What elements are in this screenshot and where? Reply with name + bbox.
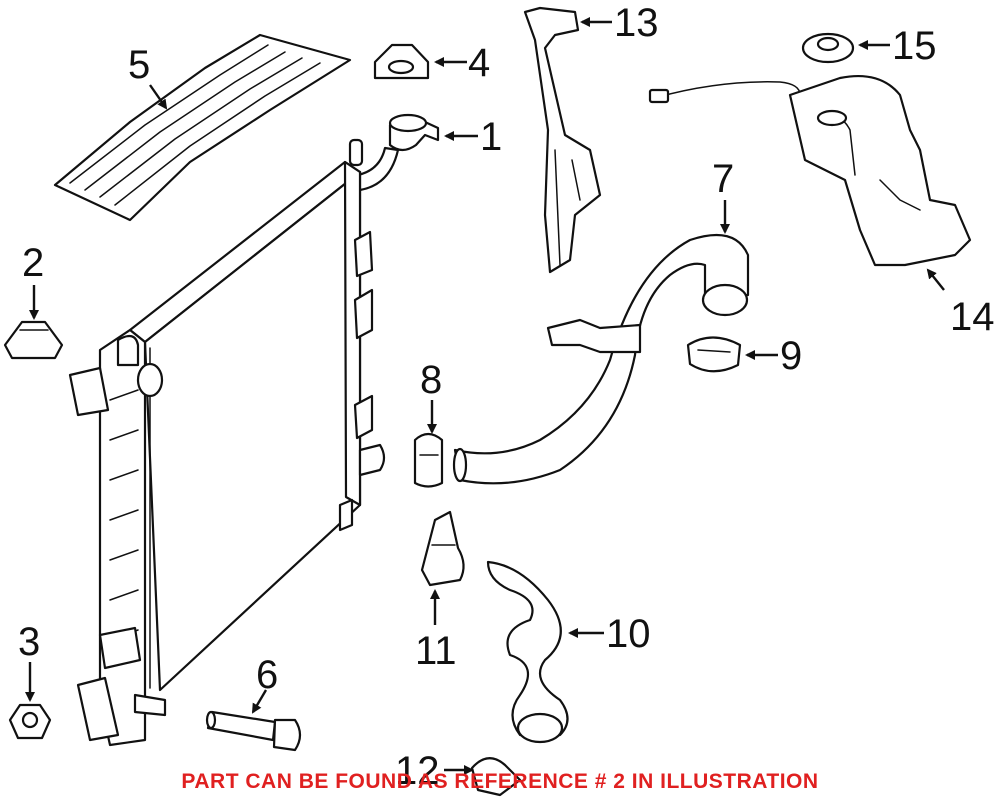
callout-7: 7 bbox=[712, 157, 734, 201]
callout-13: 13 bbox=[614, 1, 659, 45]
callout-12: 12 bbox=[395, 749, 440, 793]
callout-4: 4 bbox=[468, 41, 490, 85]
callout-11: 11 bbox=[415, 629, 457, 673]
part-15-reservoir-cap[interactable] bbox=[801, 32, 855, 64]
part-10-lower-hose[interactable] bbox=[486, 560, 569, 744]
part-12-clamp[interactable] bbox=[470, 757, 522, 797]
callout-15: 15 bbox=[892, 24, 937, 68]
callout-1: 1 bbox=[480, 115, 502, 159]
callout-14: 14 bbox=[950, 295, 995, 339]
callout-5: 5 bbox=[128, 43, 150, 87]
part-4-cap[interactable] bbox=[373, 43, 430, 80]
callout-6: 6 bbox=[256, 653, 278, 697]
part-5-air-deflector[interactable] bbox=[53, 33, 352, 222]
part-6-bolt[interactable] bbox=[205, 710, 302, 752]
part-9-clamp[interactable] bbox=[686, 336, 742, 373]
leader-lines bbox=[25, 17, 945, 775]
callout-10: 10 bbox=[606, 612, 651, 656]
part-8-clamp[interactable] bbox=[413, 432, 444, 488]
part-11-clamp[interactable] bbox=[420, 510, 465, 587]
part-3-clip[interactable] bbox=[8, 703, 52, 740]
part-1-filler-neck[interactable] bbox=[356, 113, 440, 192]
part-14-coolant-reservoir[interactable] bbox=[648, 74, 972, 267]
part-13-bracket[interactable] bbox=[523, 6, 602, 274]
callout-9: 9 bbox=[780, 334, 802, 378]
reference-note: PART CAN BE FOUND AS REFERENCE # 2 IN IL… bbox=[181, 770, 819, 793]
part-2-push-clip[interactable] bbox=[3, 320, 64, 360]
radiator-assembly[interactable] bbox=[68, 138, 386, 747]
callout-8: 8 bbox=[420, 358, 442, 402]
part-7-upper-hose[interactable] bbox=[452, 233, 750, 485]
callout-2: 2 bbox=[22, 241, 44, 285]
callout-3: 3 bbox=[18, 620, 40, 664]
callout-numbers: 1 2 3 4 5 6 7 8 9 10 11 12 13 14 15 bbox=[18, 1, 995, 793]
